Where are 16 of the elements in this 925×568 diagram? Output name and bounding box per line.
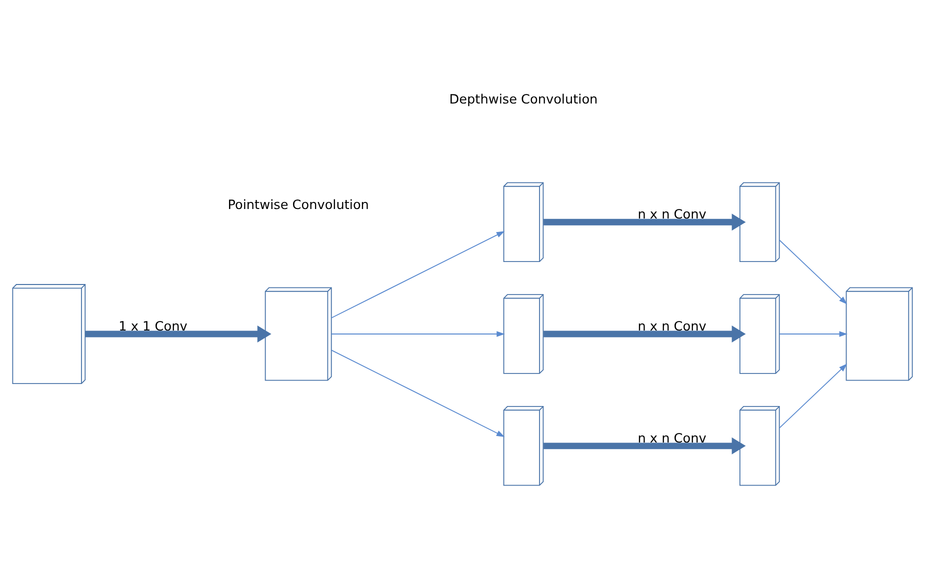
arrow [779,239,848,304]
arrow [544,436,746,454]
label: Depthwise Convolution [449,92,598,108]
label: Pointwise Convolution [228,198,369,213]
arrow [779,330,848,336]
arrow [779,363,848,428]
arrow [331,330,505,336]
edge-label: n x n Conv [638,207,706,222]
arrow [331,230,505,318]
edge-label: n x n Conv [638,319,706,334]
arrow [544,213,746,230]
edge-label: 1 x 1 Conv [118,319,188,334]
arrow [85,324,272,342]
edge-label: n x n Conv [638,430,706,446]
arrow [331,349,505,436]
arrow [544,324,746,342]
